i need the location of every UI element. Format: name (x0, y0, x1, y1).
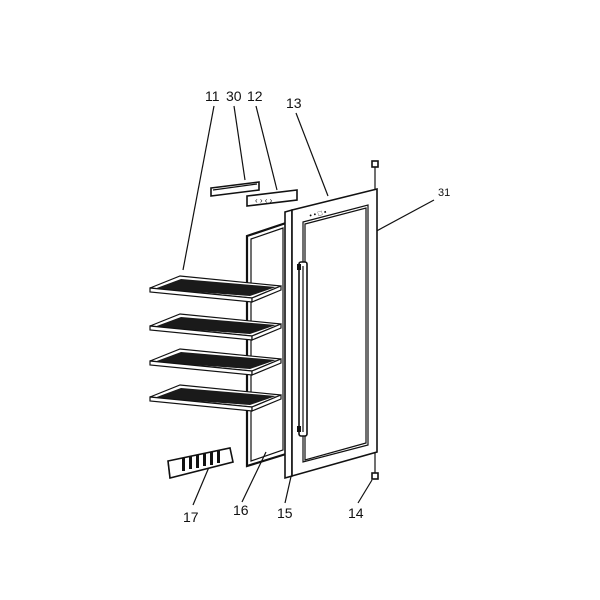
callout-31: 31 (438, 187, 450, 199)
part-30-bracket (210, 181, 260, 197)
part-11-shelves (149, 275, 282, 412)
callout-11: 11 (205, 88, 220, 104)
door-display: • • □ ▪ (309, 209, 328, 220)
part-14-hinges (371, 160, 379, 480)
shelf-1 (149, 275, 282, 303)
leader-11 (182, 105, 215, 271)
bottom-hinge (371, 452, 379, 480)
grille-slots (182, 450, 220, 471)
callout-15: 15 (277, 505, 293, 521)
panel-symbols: ‹ › ‹ › (255, 196, 273, 205)
leader-12 (255, 105, 278, 191)
leader-30 (233, 105, 246, 181)
callout-16: 16 (233, 502, 249, 518)
callout-12: 12 (247, 88, 263, 104)
callout-14: 14 (348, 505, 364, 521)
shelf-4 (149, 384, 282, 412)
callout-30: 30 (226, 88, 242, 104)
part-17-kickplate-grille (167, 447, 234, 480)
shelf-2 (149, 313, 282, 341)
callout-17: 17 (183, 509, 199, 525)
part-13-glass-door: • • □ ▪ (284, 187, 378, 480)
part-31-door-handle (297, 261, 308, 437)
leader-14 (357, 479, 373, 504)
door-outer-frame (291, 187, 378, 478)
leader-13 (295, 112, 329, 197)
top-hinge (371, 160, 379, 189)
part-12-control-panel: ‹ › ‹ › (246, 189, 298, 207)
part-16-door-gasket (245, 221, 288, 468)
shelf-3 (149, 348, 282, 376)
callout-13: 13 (286, 95, 302, 111)
